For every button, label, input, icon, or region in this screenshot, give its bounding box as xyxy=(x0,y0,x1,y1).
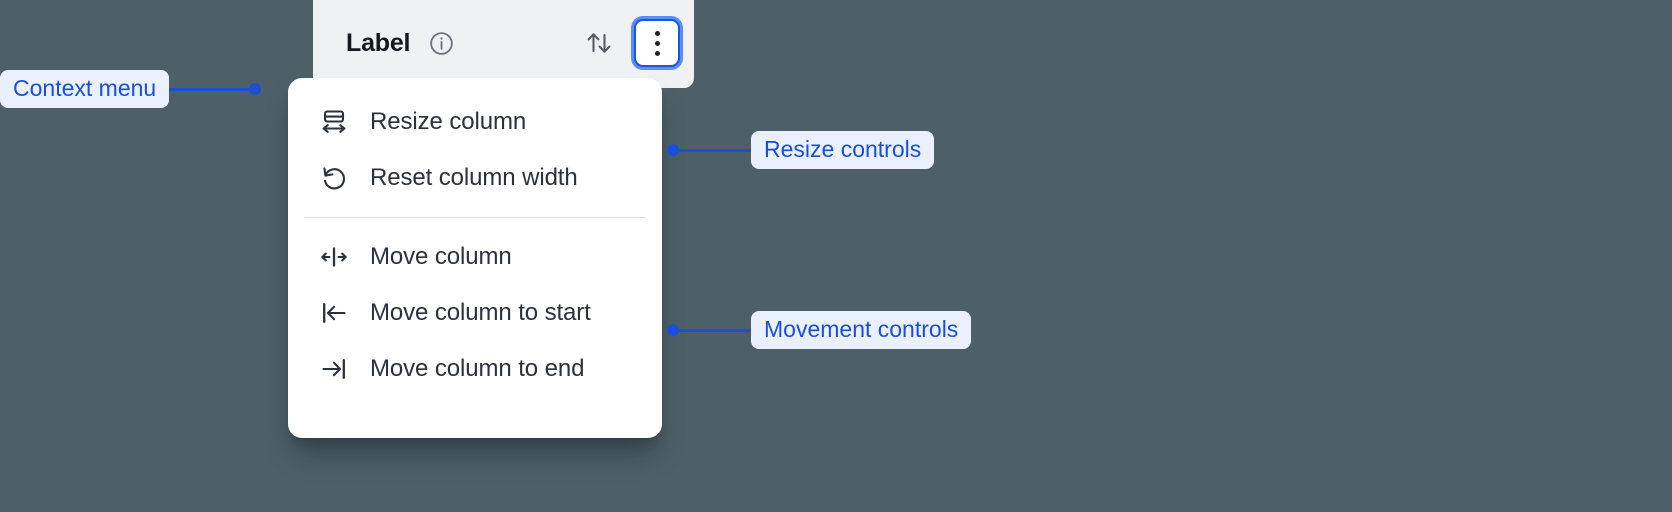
leader-dot xyxy=(667,144,679,157)
annotation-label: Resize controls xyxy=(751,131,935,170)
column-header-card: Label xyxy=(313,0,694,88)
menu-item-move-column-to-start[interactable]: Move column to start xyxy=(288,285,662,341)
menu-divider xyxy=(304,217,646,218)
leader-dot xyxy=(249,83,262,96)
leader-line xyxy=(679,148,751,152)
move-column-to-end-icon xyxy=(318,354,350,384)
sort-up-down-icon[interactable] xyxy=(582,16,616,60)
leader-dot xyxy=(667,324,679,337)
menu-item-label: Move column to start xyxy=(370,299,591,326)
leader-line xyxy=(169,87,250,91)
leader-line xyxy=(679,328,751,332)
menu-item-resize-column[interactable]: Resize column xyxy=(288,94,662,150)
annotation-context-menu: Context menu xyxy=(0,70,262,109)
menu-item-label: Resize column xyxy=(370,108,527,135)
resize-column-icon xyxy=(318,107,350,137)
menu-item-label: Move column to end xyxy=(370,355,585,382)
column-menu-button[interactable] xyxy=(634,19,680,67)
menu-item-move-column[interactable]: Move column xyxy=(288,229,662,285)
kebab-menu-icon xyxy=(654,40,660,46)
move-column-to-start-icon xyxy=(318,298,350,328)
annotation-movement-controls: Movement controls xyxy=(667,311,972,350)
annotation-label: Movement controls xyxy=(751,311,972,350)
reset-width-undo-icon xyxy=(318,163,350,193)
annotation-resize-controls: Resize controls xyxy=(667,131,935,170)
page-title: Label xyxy=(346,28,411,57)
menu-item-label: Move column xyxy=(370,243,512,270)
info-circle-icon[interactable] xyxy=(428,20,455,57)
move-column-icon xyxy=(318,242,350,272)
kebab-menu-icon xyxy=(654,30,660,36)
menu-item-label: Reset column width xyxy=(370,164,578,191)
kebab-menu-icon xyxy=(654,50,660,56)
column-context-menu: Resize column Reset column width Move co… xyxy=(288,78,662,438)
menu-item-move-column-to-end[interactable]: Move column to end xyxy=(288,341,662,397)
annotation-label: Context menu xyxy=(0,70,170,109)
menu-item-reset-column-width[interactable]: Reset column width xyxy=(288,150,662,206)
